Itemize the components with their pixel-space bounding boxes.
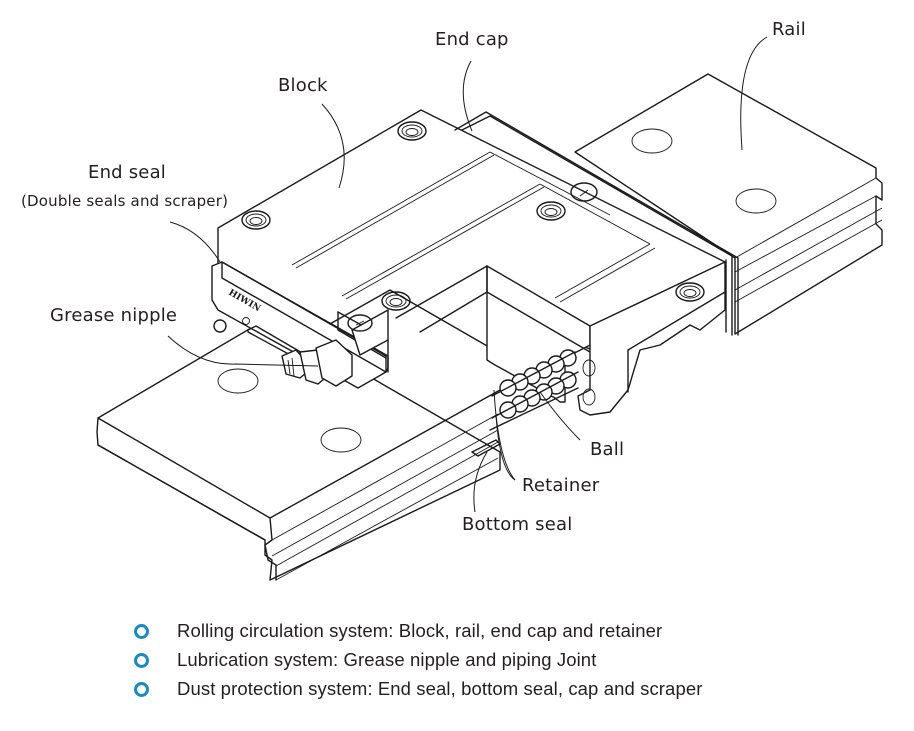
- leader-rail: [740, 36, 768, 151]
- label-retainer: Retainer: [522, 475, 600, 496]
- system-legend: Rolling circulation system: Block, rail,…: [134, 616, 702, 703]
- grease-nipple: [281, 339, 353, 387]
- end-cap-plug: [570, 182, 598, 202]
- legend-item-text: Lubrication system: Grease nipple and pi…: [177, 648, 597, 670]
- block-mounting-hole: [675, 282, 705, 302]
- legend-item: Lubrication system: Grease nipple and pi…: [134, 645, 702, 674]
- leader-lines: [167, 36, 768, 513]
- rail-bolt-hole: [320, 427, 362, 453]
- legend-item: Rolling circulation system: Block, rail,…: [134, 616, 702, 645]
- label-ball: Ball: [590, 439, 625, 460]
- label-block: Block: [278, 75, 328, 96]
- leader-grease-nipple: [167, 335, 319, 367]
- leader-bottom-seal: [473, 451, 488, 513]
- legend-item: Dust protection system: End seal, bottom…: [134, 674, 702, 703]
- end-seal-plug: [347, 314, 373, 332]
- rail-bolt-hole: [735, 188, 777, 214]
- block-mounting-hole: [536, 201, 566, 221]
- label-rail: Rail: [772, 19, 806, 40]
- leader-retainer-b: [493, 389, 516, 481]
- block-mounting-hole: [397, 121, 427, 141]
- recirculation-hole: [582, 359, 596, 377]
- seal-screw: [213, 319, 227, 333]
- block-mounting-hole: [381, 291, 411, 311]
- linear-guide-drawing: HIWIN: [96, 36, 883, 581]
- label-end-seal: End seal: [88, 162, 167, 183]
- legend-item-text: Dust protection system: End seal, bottom…: [177, 677, 703, 699]
- rail-near: [96, 317, 501, 581]
- circle-bullet-icon: [134, 682, 149, 697]
- circle-bullet-icon: [134, 624, 149, 639]
- rail-bolt-hole: [217, 368, 259, 394]
- rail-far: [574, 73, 883, 335]
- rail-bolt-hole: [631, 128, 673, 154]
- legend-item-text: Rolling circulation system: Block, rail,…: [177, 619, 663, 641]
- recirculation-hole: [582, 388, 596, 406]
- leader-block: [321, 103, 345, 189]
- leader-end-seal: [169, 221, 221, 263]
- block-mounting-hole: [241, 210, 271, 230]
- leader-end-cap: [462, 60, 473, 132]
- label-bottom-seal: Bottom seal: [462, 514, 573, 535]
- seal-screw-small: [242, 317, 250, 325]
- balls: [489, 349, 579, 431]
- label-end-cap: End cap: [435, 29, 509, 50]
- end-cap-back: [454, 111, 739, 336]
- label-end-seal-sub: (Double seals and scraper): [21, 192, 229, 210]
- circle-bullet-icon: [134, 653, 149, 668]
- leader-ball: [539, 391, 581, 441]
- label-grease-nipple: Grease nipple: [50, 305, 178, 326]
